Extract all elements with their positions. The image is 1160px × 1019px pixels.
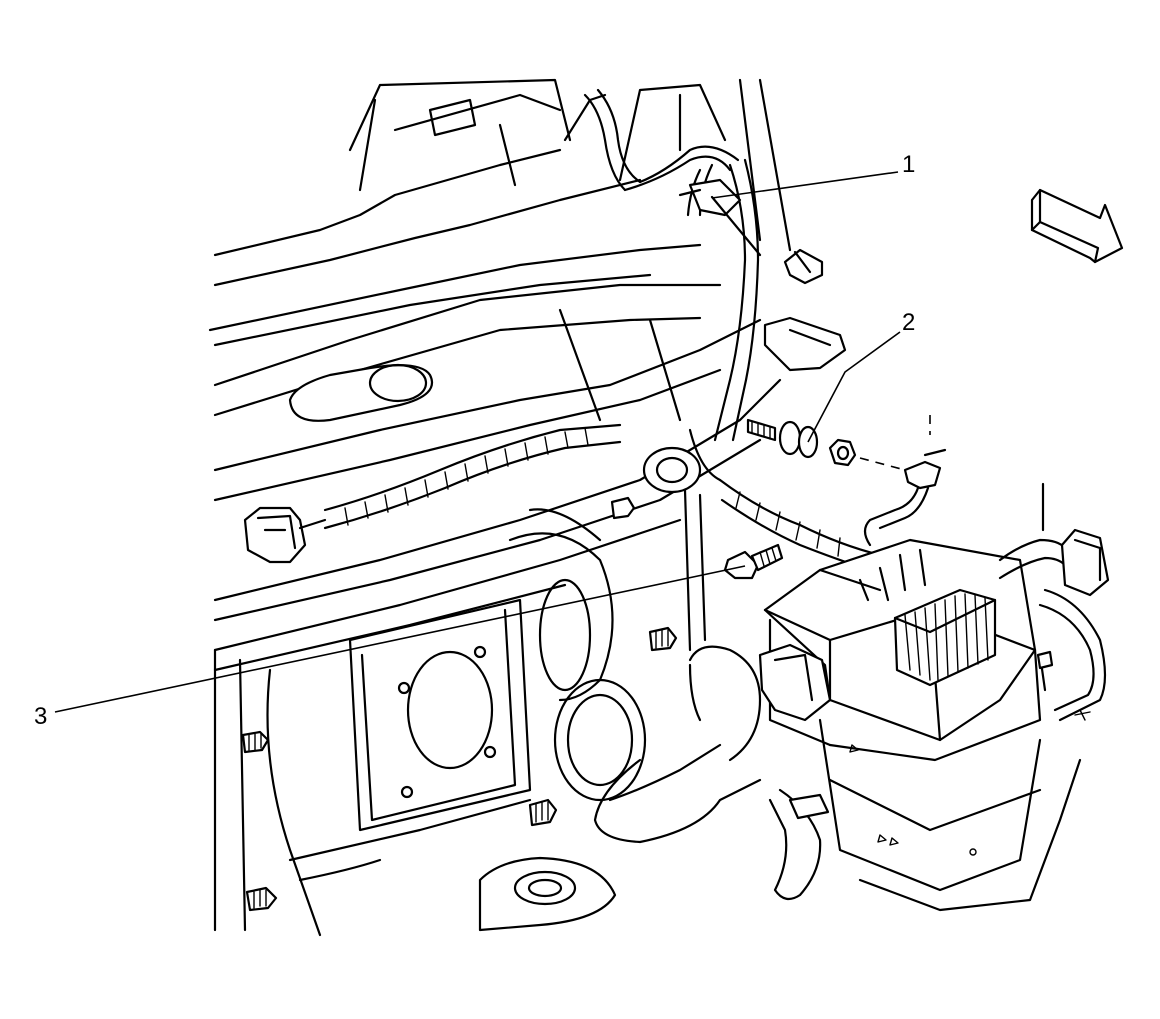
firewall-openings — [508, 488, 707, 802]
electrical-center-housing — [818, 718, 1082, 912]
callout-3: 3 — [34, 703, 47, 730]
firewall-studs — [241, 496, 678, 912]
firewall-panel — [213, 598, 532, 937]
assembly-direction-line — [859, 457, 906, 471]
ground-stud — [746, 418, 777, 442]
ground-terminal — [778, 420, 819, 459]
box-side-connector — [758, 643, 832, 722]
bottom-mount-pad — [478, 856, 617, 932]
right-harness-connector — [1060, 528, 1110, 597]
callout-3-leader — [54, 565, 746, 713]
hex-nut — [828, 438, 857, 467]
left-harness-connector — [243, 506, 327, 564]
left-wiring-harness — [323, 423, 622, 530]
ground-lead — [863, 448, 947, 547]
mounting-bolt — [723, 543, 784, 580]
direction-arrow-icon — [1030, 188, 1124, 264]
callout-2-leader — [807, 331, 901, 443]
callout-1-leader — [711, 171, 899, 199]
right-harness — [998, 482, 1107, 722]
upper-cowl-panel — [208, 78, 792, 347]
callout-leaders — [54, 171, 901, 713]
rail-oval-opening — [288, 363, 433, 422]
callout-1: 1 — [902, 151, 915, 178]
right-upper-bracket — [763, 316, 847, 372]
callout-2: 2 — [902, 309, 915, 336]
grommet — [642, 446, 702, 494]
bracket-bolt — [783, 248, 824, 285]
relay-block — [893, 588, 997, 687]
lower-harness — [593, 645, 830, 901]
harness-clip-bracket — [678, 178, 762, 257]
